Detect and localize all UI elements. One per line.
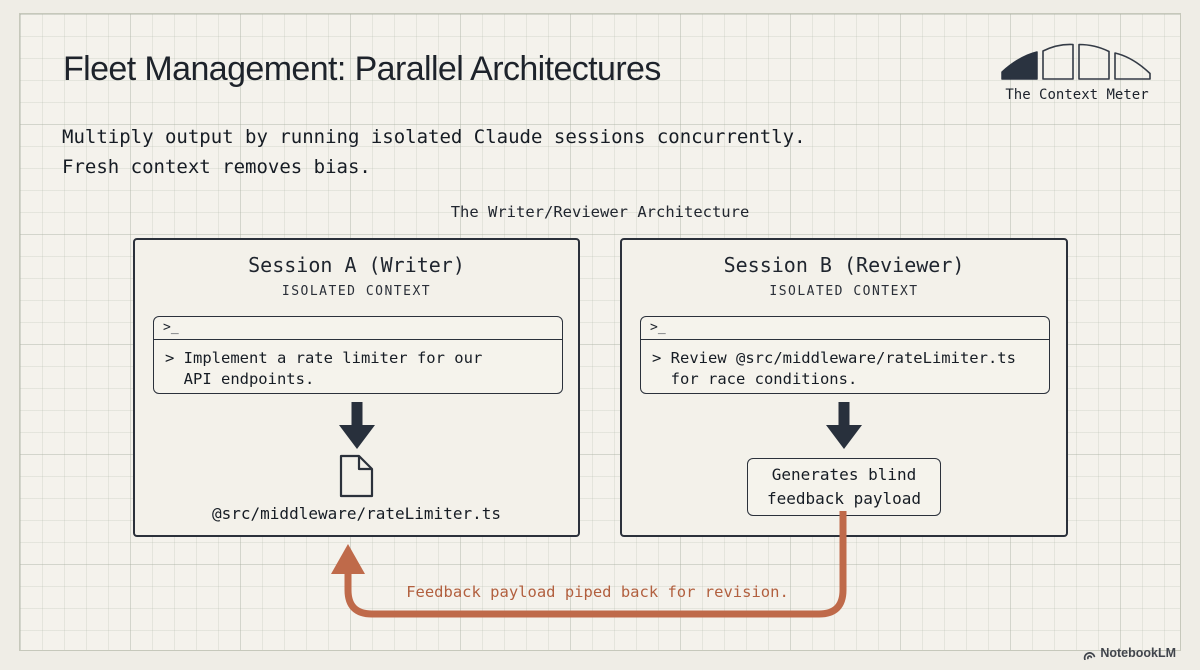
slide-subtitle: Multiply output by running isolated Clau… [62,122,806,182]
session-a-terminal-line-2: API endpoints. [183,370,315,388]
brand-label: NotebookLM [1100,646,1176,660]
session-b-context-label: ISOLATED CONTEXT [769,284,919,299]
slide-title: Fleet Management: Parallel Architectures [63,50,661,88]
down-arrow-icon [826,402,862,449]
feedback-label: Feedback payload piped back for revision… [406,583,789,601]
context-meter: The Context Meter [998,40,1156,103]
session-b-title: Session B (Reviewer) [723,253,965,277]
notebooklm-icon [1084,651,1096,660]
session-a-terminal-line-1: > Implement a rate limiter for our [165,349,483,367]
payload-line-2: feedback payload [766,489,922,508]
session-a-box: Session A (Writer) ISOLATED CONTEXT >_ >… [133,238,580,537]
subtitle-line-1: Multiply output by running isolated Clau… [62,126,806,148]
subtitle-line-2: Fresh context removes bias. [62,156,371,178]
payload-box: Generates blind feedback payload [747,458,941,516]
session-a-terminal: >_ > Implement a rate limiter for our AP… [153,316,563,394]
context-meter-label: The Context Meter [1005,87,1149,103]
session-b-terminal-body: > Review @src/middleware/rateLimiter.ts … [641,340,1049,390]
payload-line-1: Generates blind [771,465,917,484]
terminal-prompt-icon: >_ [154,317,562,340]
session-b-box: Session B (Reviewer) ISOLATED CONTEXT >_… [620,238,1068,537]
session-a-output-file: @src/middleware/rateLimiter.ts [212,504,501,523]
terminal-prompt-icon: >_ [641,317,1049,340]
session-b-terminal-line-2: for race conditions. [670,370,858,388]
session-b-terminal: >_ > Review @src/middleware/rateLimiter.… [640,316,1050,394]
brand-footer: NotebookLM [1082,646,1176,660]
context-meter-icon [1001,43,1151,80]
session-a-title: Session A (Writer) [248,253,465,277]
diagram-caption: The Writer/Reviewer Architecture [450,203,750,221]
session-b-terminal-line-1: > Review @src/middleware/rateLimiter.ts [652,349,1016,367]
session-a-terminal-body: > Implement a rate limiter for our API e… [154,340,562,390]
down-arrow-icon [338,402,375,449]
session-a-context-label: ISOLATED CONTEXT [281,284,432,299]
file-icon [339,454,373,498]
